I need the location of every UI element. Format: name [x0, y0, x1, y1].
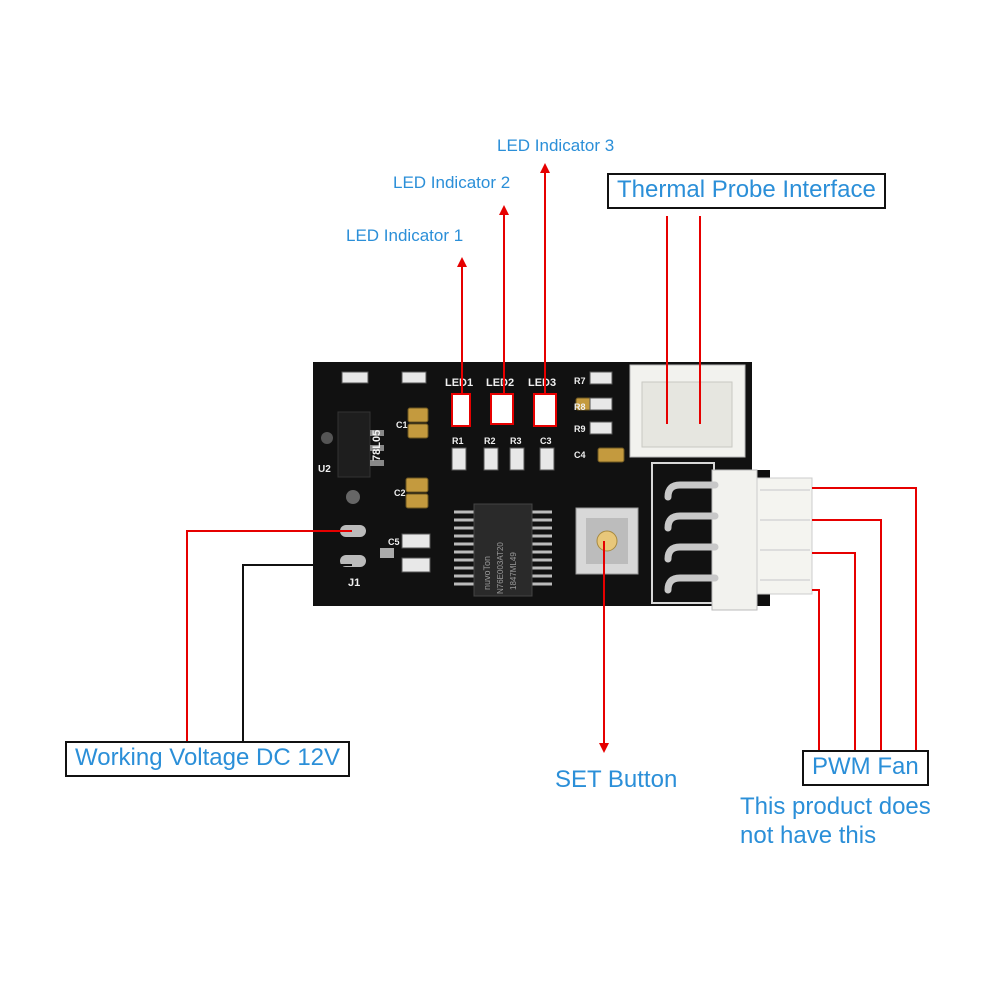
silk-r2: R2: [484, 436, 496, 446]
silk-r1: R1: [452, 436, 464, 446]
fan-header: [651, 462, 813, 611]
resistors: [341, 371, 613, 573]
fan-pin-ridges: [760, 489, 810, 581]
silk-regulator: 78L05: [371, 430, 383, 461]
label-set-button: SET Button: [555, 766, 678, 793]
note-line-1: This product does: [740, 793, 931, 820]
power-input-pads: [340, 490, 394, 567]
thermal-probe-connector: [629, 364, 746, 458]
chip-marking-1: nuvoTon: [482, 556, 492, 590]
label-led-indicator-2: LED Indicator 2: [393, 173, 511, 192]
label-working-voltage: Working Voltage DC 12V: [65, 741, 351, 777]
chip-marking-3: 1847ML49: [509, 552, 518, 590]
silk-c5: C5: [388, 537, 400, 547]
led-pads: [451, 393, 557, 427]
silk-r3: R3: [510, 436, 522, 446]
label-thermal-probe-interface: Thermal Probe Interface: [607, 173, 886, 209]
silk-c3: C3: [540, 436, 552, 446]
silk-led1: LED1: [445, 377, 473, 389]
microcontroller-chip: [454, 503, 552, 597]
thermal-probe-lines: [666, 216, 701, 424]
led-callout-lines: [457, 163, 550, 394]
silk-u2: U2: [318, 464, 331, 475]
silk-c1: C1: [396, 420, 408, 430]
silk-led2: LED2: [486, 377, 514, 389]
voltage-regulator: [321, 411, 384, 478]
silk-r9: R9: [574, 424, 586, 434]
pwm-fan-lines: [812, 487, 917, 750]
chip-marking-2: N76E003AT20: [496, 542, 505, 594]
silk-c4: C4: [574, 450, 586, 460]
silk-r7: R7: [574, 376, 586, 386]
voltage-callout-lines: [186, 530, 352, 742]
set-button-part: [575, 507, 639, 575]
silk-led3: LED3: [528, 377, 556, 389]
label-led-indicator-1: LED Indicator 1: [346, 226, 464, 245]
fan-pins: [664, 481, 719, 594]
label-pwm-fan: PWM Fan: [802, 750, 929, 786]
silk-j1: J1: [348, 577, 360, 589]
note-line-2: not have this: [740, 822, 877, 849]
label-led-indicator-3: LED Indicator 3: [497, 136, 615, 155]
silk-r8: R8: [574, 402, 586, 412]
silk-c2: C2: [394, 488, 406, 498]
